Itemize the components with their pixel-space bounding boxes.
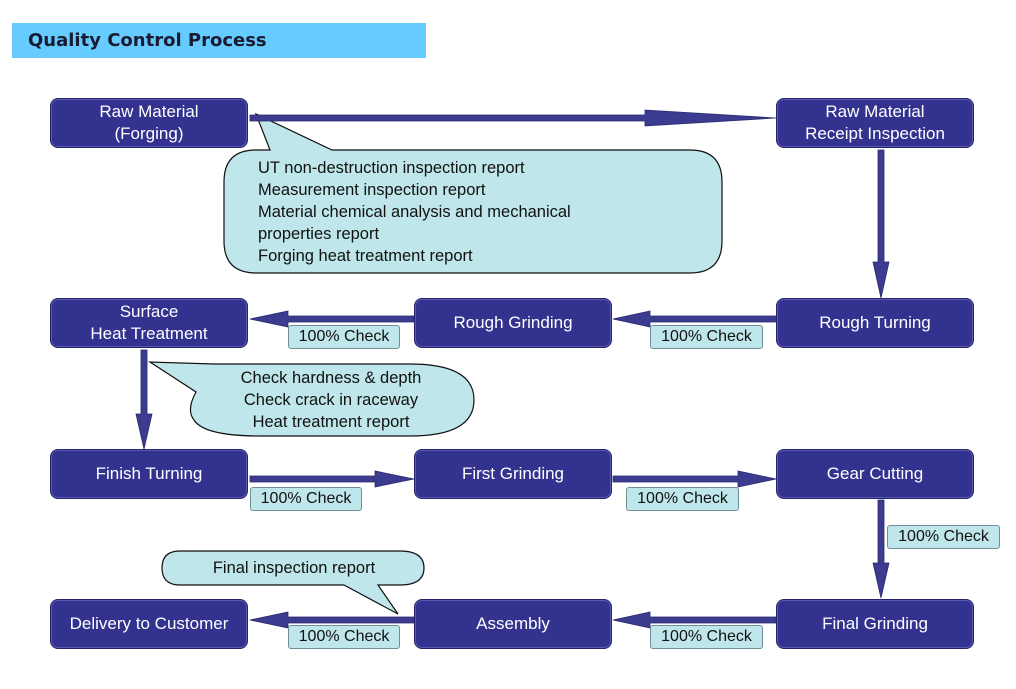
box-rough-turning: Rough Turning xyxy=(776,298,974,348)
page-title: Quality Control Process xyxy=(12,23,426,58)
arrow-finish-to-first-grinding xyxy=(249,470,415,488)
check-label-first-grinding-to-gear: 100% Check xyxy=(626,487,739,511)
arrow-first-grinding-to-gear xyxy=(612,470,777,488)
check-label-gear-to-final-grinding: 100% Check xyxy=(887,525,1000,549)
box-rough-grinding: Rough Grinding xyxy=(414,298,612,348)
box-finish-turning: Finish Turning xyxy=(50,449,248,499)
box-assembly: Assembly xyxy=(414,599,612,649)
arrow-gear-to-final-grinding xyxy=(872,499,890,599)
arrow-assembly-to-delivery xyxy=(249,611,415,629)
box-raw-material: Raw Material(Forging) xyxy=(50,98,248,148)
box-first-grinding: First Grinding xyxy=(414,449,612,499)
arrow-rough-turning-to-rough-grinding xyxy=(612,310,777,328)
box-gear-cutting: Gear Cutting xyxy=(776,449,974,499)
arrow-final-grinding-to-assembly xyxy=(612,611,777,629)
arrow-receipt-to-rough-turning xyxy=(872,149,890,299)
arrow-rough-grinding-to-surface xyxy=(249,310,415,328)
final-report-callout xyxy=(161,550,425,615)
heat-treatment-checks-text: Check hardness & depth Check crack in ra… xyxy=(240,369,422,431)
heat-treatment-callout xyxy=(147,361,475,437)
check-label-rough-turning-to-rough-grinding: 100% Check xyxy=(650,325,763,349)
check-label-final-grinding-to-assembly: 100% Check xyxy=(650,625,763,649)
forging-reports-callout xyxy=(223,112,723,274)
check-label-finish-to-first-grinding: 100% Check xyxy=(250,487,362,511)
box-final-grinding: Final Grinding xyxy=(776,599,974,649)
check-label-rough-grinding-to-surface: 100% Check xyxy=(288,325,400,349)
box-delivery-to-customer: Delivery to Customer xyxy=(50,599,248,649)
forging-reports-text: UT non-destruction inspection report Mea… xyxy=(258,159,571,265)
check-label-assembly-to-delivery: 100% Check xyxy=(288,625,400,649)
final-report-text: Final inspection report xyxy=(212,559,376,577)
arrow-raw-to-receipt xyxy=(249,109,777,127)
arrow-surface-to-finish-turning xyxy=(135,349,153,450)
